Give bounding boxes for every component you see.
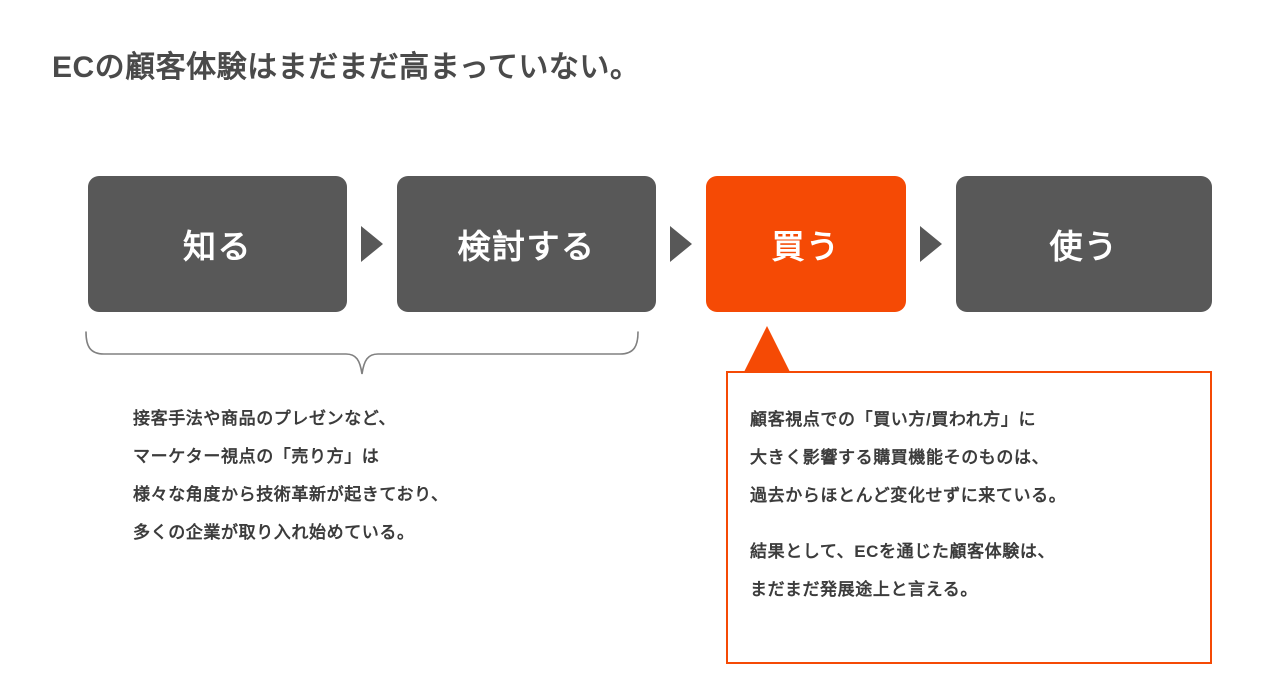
- callout-paragraph-1: 顧客視点での「買い方/買われ方」に 大きく影響する購買機能そのものは、 過去から…: [750, 401, 1210, 515]
- customer-journey-flow: 知る 検討する 買う 使う: [88, 176, 1212, 312]
- callout-paragraph-2: 結果として、ECを通じた顧客体験は、 まだまだ発展途上と言える。: [750, 533, 1210, 609]
- flow-step-consider[interactable]: 検討する: [397, 176, 656, 312]
- flow-step-label: 使う: [1049, 228, 1119, 265]
- callout-pointer-triangle-icon: [744, 326, 790, 372]
- triangle-right-icon: [670, 226, 692, 262]
- triangle-right-icon: [920, 226, 942, 262]
- flow-step-buy[interactable]: 買う: [706, 176, 906, 312]
- flow-arrow-1: [347, 226, 397, 262]
- flow-arrow-3: [906, 226, 956, 262]
- flow-step-use[interactable]: 使う: [956, 176, 1212, 312]
- callout-line: 過去からほとんど変化せずに来ている。: [750, 486, 1067, 505]
- flow-step-label: 検討する: [457, 228, 596, 265]
- page-title: ECの顧客体験はまだまだ高まっていない。: [52, 51, 641, 84]
- callout-line: 結果として、ECを通じた顧客体験は、: [750, 542, 1056, 561]
- caption-line: 様々な角度から技術革新が起きており、: [133, 485, 449, 504]
- buy-step-callout: 顧客視点での「買い方/買われ方」に 大きく影響する購買機能そのものは、 過去から…: [726, 371, 1212, 664]
- caption-line: 多くの企業が取り入れ始めている。: [133, 523, 415, 542]
- caption-line: 接客手法や商品のプレゼンなど、: [133, 409, 397, 428]
- flow-arrow-2: [656, 226, 706, 262]
- flow-step-label: 買う: [771, 228, 841, 265]
- callout-line: 大きく影響する購買機能そのものは、: [750, 448, 1050, 467]
- callout-line: まだまだ発展途上と言える。: [750, 580, 978, 599]
- left-caption: 接客手法や商品のプレゼンなど、 マーケター視点の「売り方」は 様々な角度から技術…: [133, 400, 603, 552]
- curly-brace-icon: [84, 328, 640, 376]
- caption-line: マーケター視点の「売り方」は: [133, 447, 380, 466]
- flow-step-know[interactable]: 知る: [88, 176, 347, 312]
- triangle-right-icon: [361, 226, 383, 262]
- flow-step-label: 知る: [183, 228, 252, 265]
- callout-line: 顧客視点での「買い方/買われ方」に: [750, 410, 1037, 429]
